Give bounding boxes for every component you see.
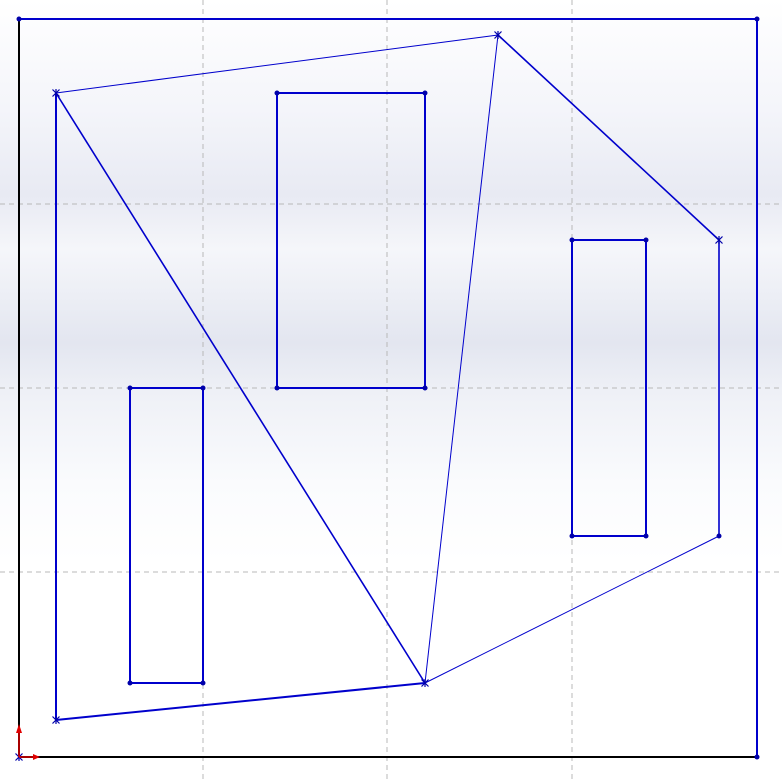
rectangle-right-outline[interactable] (571, 239, 647, 537)
hexagon-vertex-top[interactable] (494, 31, 502, 39)
rectangle-vertex[interactable] (274, 385, 280, 391)
rectangle-vertex[interactable] (643, 237, 649, 243)
boundary-corner-top-right[interactable] (754, 16, 760, 22)
rectangle-vertex[interactable] (569, 237, 575, 243)
rectangle-left-bottom-outline[interactable] (129, 387, 204, 684)
rectangle-left-bottom[interactable] (127, 385, 206, 686)
boundary-corner-bottom-right[interactable] (754, 754, 760, 760)
origin-triad-icon (16, 724, 40, 760)
rectangle-right[interactable] (569, 237, 649, 539)
boundary-corner-top-left[interactable] (16, 16, 22, 22)
rectangle-center-top-outline[interactable] (276, 92, 426, 389)
diagonal-top-left-to-bottom[interactable] (55, 92, 426, 684)
hexagon-edge-lower-right[interactable] (424, 535, 720, 684)
rectangle-vertex[interactable] (422, 385, 428, 391)
origin-x-arrow-head (33, 754, 40, 760)
rectangle-vertex[interactable] (274, 90, 280, 96)
hexagon-edge-bottom[interactable] (55, 682, 426, 721)
outer-boundary[interactable] (16, 16, 760, 760)
origin-y-arrow-head (16, 724, 22, 733)
rectangle-vertex[interactable] (200, 385, 206, 391)
hexagon-edge-upper-right[interactable] (497, 34, 720, 241)
rectangle-vertex[interactable] (127, 680, 133, 686)
rectangle-vertex[interactable] (422, 90, 428, 96)
rectangle-vertex[interactable] (200, 680, 206, 686)
hexagon-vertex-bottom[interactable] (421, 679, 429, 687)
diagonal-top-to-bottom[interactable] (424, 34, 499, 684)
hexagon-vertex-lower-right[interactable] (716, 533, 722, 539)
hexagon-profile[interactable] (55, 34, 722, 721)
rectangle-vertex[interactable] (643, 533, 649, 539)
rectangle-vertex[interactable] (569, 533, 575, 539)
rectangle-vertex[interactable] (127, 385, 133, 391)
hexagon-vertex-upper-right[interactable] (715, 236, 723, 244)
hexagon-vertex-bottom-left[interactable] (52, 716, 60, 724)
rectangle-center-top[interactable] (274, 90, 428, 391)
hexagon-edge-top[interactable] (55, 34, 499, 94)
hexagon-vertex-top-left[interactable] (52, 89, 60, 97)
